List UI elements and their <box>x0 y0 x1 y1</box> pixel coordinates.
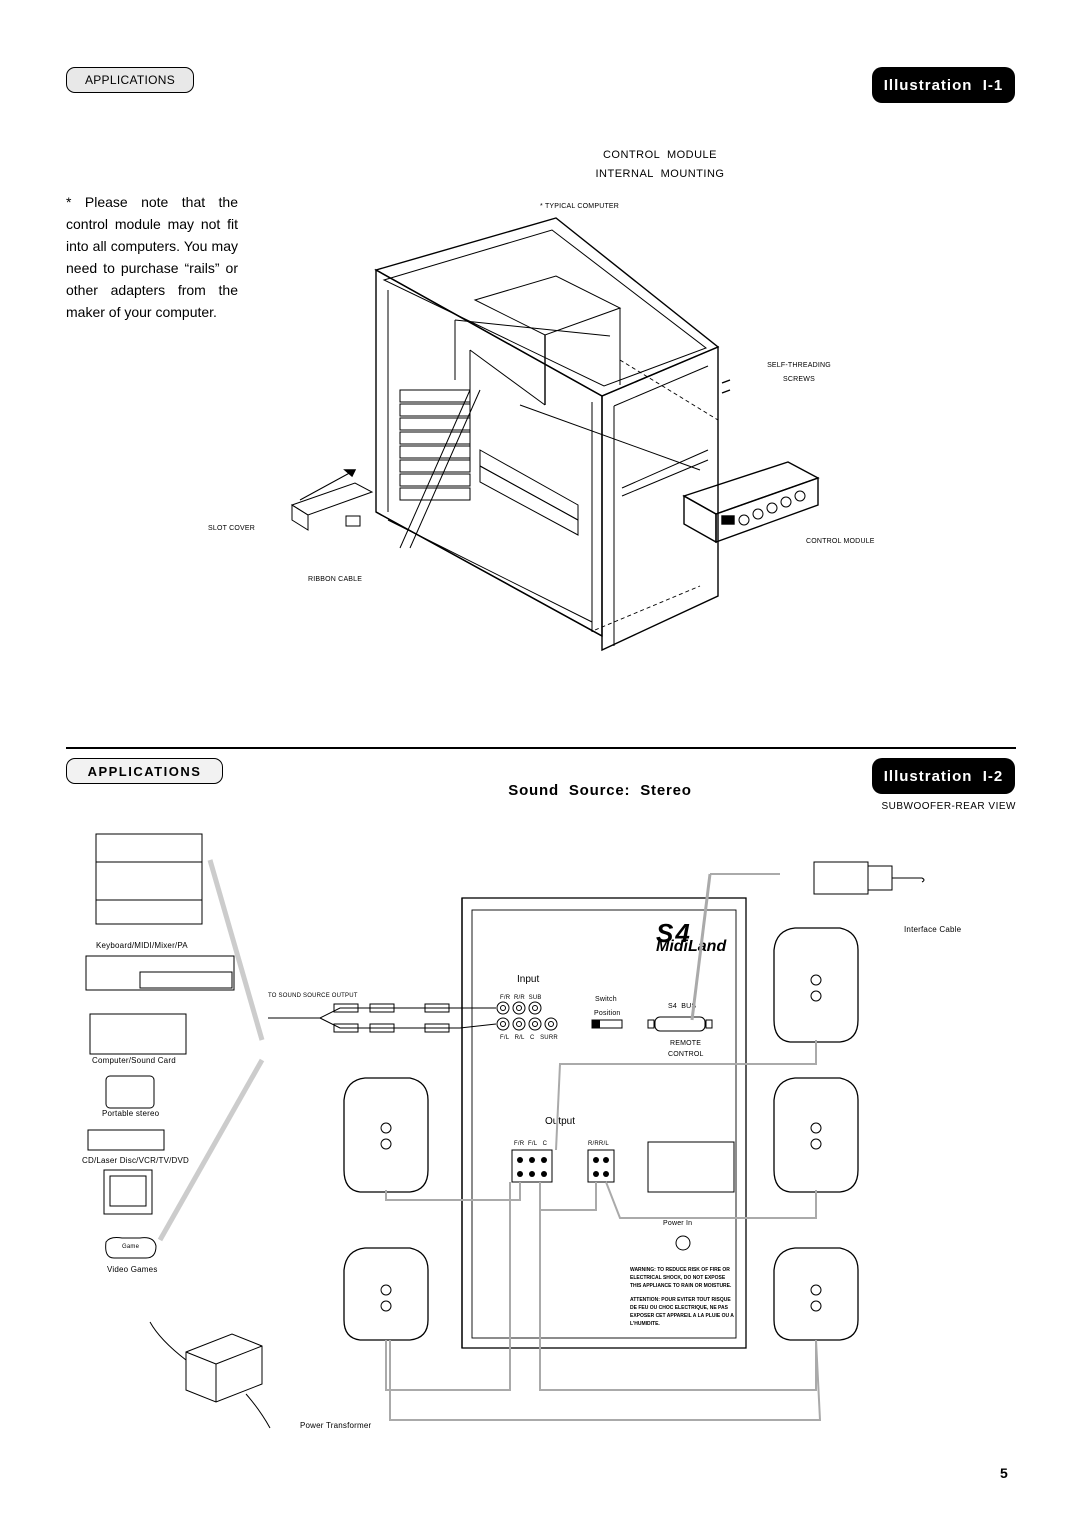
position-label: Position <box>594 1010 621 1017</box>
interface-cable-label: Interface Cable <box>904 925 962 934</box>
input-label: Input <box>517 974 540 985</box>
control-module-label: CONTROL MODULE <box>806 538 875 545</box>
diagram-title-line1: CONTROL MODULE <box>602 149 718 161</box>
cd-label: CD/Laser Disc/VCR/TV/DVD <box>82 1156 190 1165</box>
games-label: Video Games <box>107 1265 158 1274</box>
typical-computer-label: * TYPICAL COMPUTER <box>540 203 620 210</box>
mounting-note: * Please note that the control module ma… <box>66 194 238 320</box>
power-transformer-label: Power Transformer <box>300 1421 372 1430</box>
diagram-title: CONTROL MODULE INTERNAL MOUNTING <box>560 146 760 184</box>
game-pad-text: Game <box>122 1244 140 1250</box>
diagram-title-line2: INTERNAL MOUNTING <box>595 168 725 180</box>
brand-logo: MidiLand <box>656 938 727 955</box>
applications-tab-top: APPLICATIONS <box>66 67 194 93</box>
rear-view-subtitle: SUBWOOFER-REAR VIEW <box>881 801 1016 812</box>
input-bottom-labels: F/L R/L C SURR <box>500 1035 558 1041</box>
screws-label: SCREWS <box>783 376 815 383</box>
keyboard-label: Keyboard/MIDI/Mixer/PA <box>96 941 188 950</box>
portable-label: Portable stereo <box>102 1109 160 1118</box>
output-left-labels: F/R F/L C <box>514 1141 548 1147</box>
computer-label: Computer/Sound Card <box>92 1056 176 1065</box>
illustration-label: Illustration I-2 <box>883 767 1004 785</box>
ribbon-cable-label: RIBBON CABLE <box>308 576 363 583</box>
warning-text: WARNING: TO REDUCE RISK OF FIRE OR ELECT… <box>630 1267 732 1289</box>
slot-cover-label: SLOT COVER <box>208 525 255 532</box>
page-number: 5 <box>1000 1465 1008 1481</box>
output-right-labels: R/RR/L <box>588 1141 609 1147</box>
sound-source-title: Sound Source: Stereo <box>508 782 692 799</box>
switch-label: Switch <box>595 996 617 1003</box>
illustration-badge-i2: Illustration I-2 <box>872 758 1015 794</box>
remote-label: REMOTE <box>670 1040 702 1047</box>
input-top-labels: F/R R/R SUB <box>500 995 542 1001</box>
illustration-badge-i1: Illustration I-1 <box>872 67 1015 103</box>
applications-label: APPLICATIONS <box>84 73 176 87</box>
output-label: Output <box>545 1116 576 1127</box>
attention-text: ATTENTION: POUR EVITER TOUT RISQUE DE FE… <box>630 1297 734 1327</box>
illustration-label: Illustration I-1 <box>883 76 1004 94</box>
section-divider <box>66 747 1016 749</box>
applications-tab-bottom: APPLICATIONS <box>66 758 223 784</box>
self-threading-label: SELF-THREADING <box>767 362 831 369</box>
s4-bus-label: S4 BUS <box>668 1003 697 1010</box>
applications-label: APPLICATIONS <box>87 763 202 779</box>
power-in-label: Power In <box>663 1220 693 1227</box>
to-sound-source-label: TO SOUND SOURCE OUTPUT <box>268 993 358 999</box>
control-label: CONTROL <box>668 1051 704 1058</box>
